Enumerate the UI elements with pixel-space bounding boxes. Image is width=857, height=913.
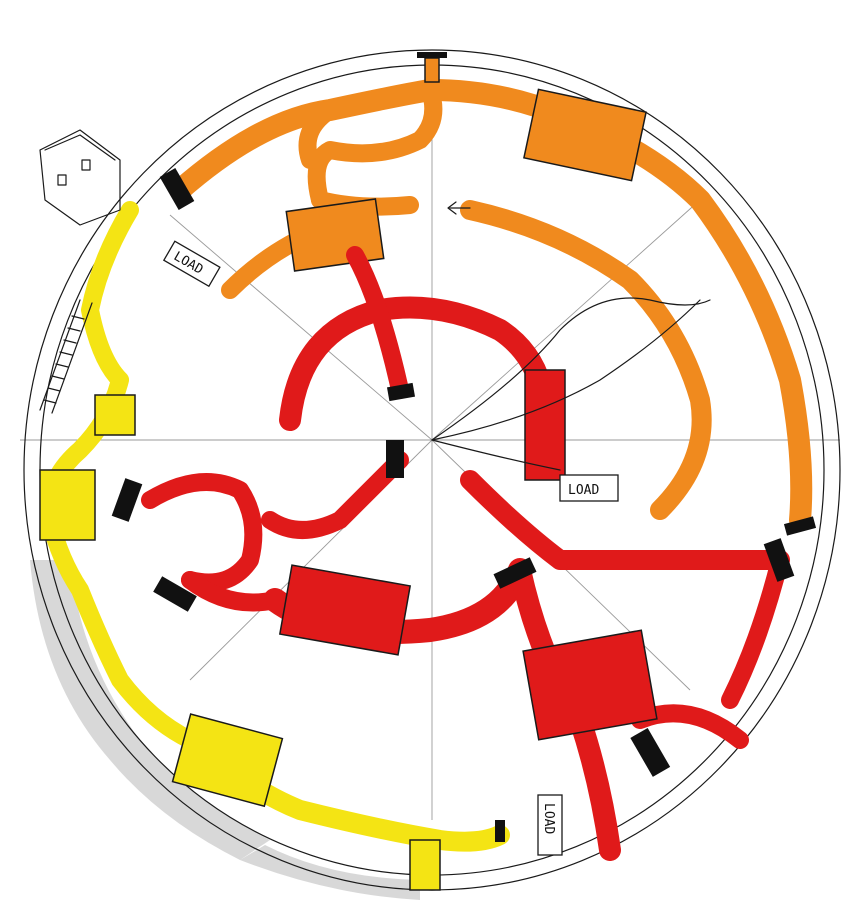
door-marker-icon	[153, 576, 197, 612]
door-markers	[111, 168, 817, 842]
arrow-left-icon	[447, 201, 471, 215]
svg-text:LOAD: LOAD	[541, 803, 556, 834]
orange-zone	[169, 52, 813, 531]
load-label-bottom: LOAD	[537, 794, 563, 856]
red-zone	[141, 246, 790, 861]
house-icon	[39, 129, 121, 226]
door-marker-icon	[386, 440, 404, 478]
stairs-icon	[39, 299, 93, 414]
door-marker-icon	[386, 382, 416, 402]
door-marker-icon	[783, 516, 817, 536]
door-marker-icon	[495, 820, 505, 842]
load-label-center-right: LOAD	[559, 474, 619, 502]
door-marker-icon	[159, 168, 195, 210]
door-marker-icon	[111, 478, 143, 522]
rift-lines	[431, 297, 711, 471]
svg-text:LOAD: LOAD	[568, 483, 599, 498]
load-label-top-left: LOAD	[162, 240, 221, 288]
door-marker-icon	[493, 557, 537, 589]
door-marker-icon	[763, 538, 795, 582]
door-marker-icon	[630, 727, 671, 777]
